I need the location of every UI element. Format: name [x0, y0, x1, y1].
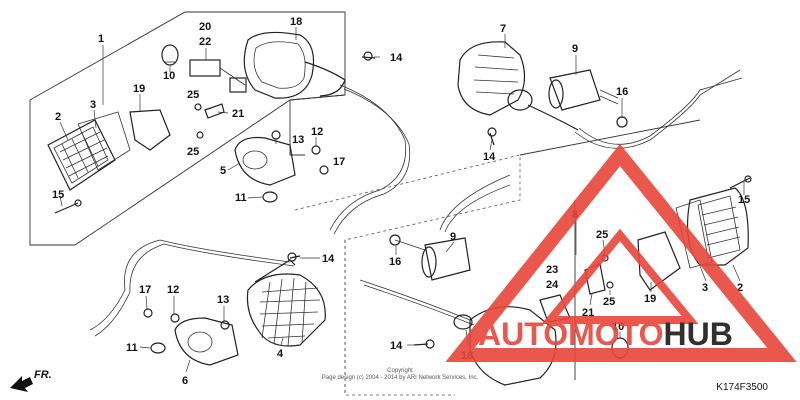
bolt-part-13b: [220, 320, 230, 330]
socket-part-20: [189, 59, 247, 93]
callout-4: 4: [277, 348, 284, 360]
bolt-part-13a: [271, 130, 281, 140]
callout-15: 15: [738, 194, 750, 206]
callout-25: 25: [596, 229, 608, 241]
callout-16: 16: [389, 256, 401, 268]
watermark-text-prefix: AUTOMOTO: [478, 316, 663, 352]
nut-part-25a: [196, 131, 204, 139]
bracket-part-19b: [637, 231, 681, 291]
clip-part-21a: [204, 103, 225, 119]
group-box-5: [289, 94, 346, 156]
callout-18: 18: [290, 16, 302, 28]
callout-14: 14: [322, 253, 335, 265]
wire-harness-upper: [329, 84, 407, 231]
callout-3: 3: [90, 99, 96, 111]
front-arrow-icon: [10, 376, 33, 392]
callout-1: 1: [98, 33, 104, 45]
wire-harness-lower: [89, 239, 291, 331]
grommet-part-11b: [150, 342, 166, 354]
callout-25: 25: [187, 89, 199, 101]
callout-9: 9: [450, 231, 456, 243]
callout-23: 23: [546, 264, 558, 276]
screw-part-15a: [54, 199, 82, 214]
callout-25: 25: [603, 296, 615, 308]
housing-part-4: [246, 259, 326, 347]
callout-25: 25: [187, 146, 199, 158]
housing-part-18a: [243, 31, 346, 99]
screw-part-15b: [729, 175, 752, 189]
nut-part-16b: [389, 234, 401, 246]
watermark-text-suffix: HUB: [663, 316, 732, 352]
callout-24: 24: [546, 279, 559, 291]
callout-14: 14: [483, 151, 496, 163]
grommet-part-11a: [262, 191, 278, 203]
callout-16: 16: [616, 86, 628, 98]
gasket-part-3: [77, 111, 131, 171]
screw-part-14c: [413, 339, 435, 349]
watermark-text: AUTOMOTOHUB: [478, 316, 733, 352]
watermark-triangle-icon: [445, 143, 797, 362]
callout-21: 21: [232, 108, 244, 120]
mount-part-5: [234, 136, 296, 186]
callout-19: 19: [133, 83, 145, 95]
collar-part-12a: [311, 145, 321, 155]
nut-part-16a: [616, 116, 628, 128]
collar-part-12b: [170, 313, 180, 323]
group-box-1: [29, 11, 346, 246]
housing-part-7: [457, 41, 579, 131]
nut-part-17a: [319, 165, 329, 175]
lens-part-2: [47, 119, 116, 191]
callout-17: 17: [139, 284, 151, 296]
callout-14: 14: [390, 52, 403, 64]
nut-part-25b: [194, 103, 202, 111]
callout-12: 12: [311, 126, 323, 138]
front-label: FR.: [34, 369, 52, 381]
callout-2: 2: [55, 111, 61, 123]
front-direction-indicator: FR.: [10, 369, 52, 392]
callout-19: 19: [644, 293, 656, 305]
leader-lines: [59, 27, 745, 373]
bracket-part-19a: [129, 109, 171, 151]
nut-part-17b: [143, 308, 153, 318]
callout-17: 17: [333, 156, 345, 168]
mount-part-6: [174, 317, 239, 366]
callout-2: 2: [737, 282, 743, 294]
callout-11: 11: [126, 342, 138, 354]
callout-11: 11: [235, 192, 247, 204]
screw-part-14b: [487, 127, 497, 146]
callout-15: 15: [52, 189, 64, 201]
watermark: AUTOMOTOHUB: [445, 143, 797, 362]
callout-6: 6: [182, 375, 188, 387]
wire-harness-right: [574, 69, 741, 149]
copyright-line-2: Page design (c) 2004 - 2014 by ARI Netwo…: [322, 375, 479, 381]
callout-9: 9: [572, 43, 578, 55]
callout-14: 14: [390, 340, 403, 352]
copyright-line-1: Copyright: [387, 368, 413, 374]
wire-harness-middle: [439, 174, 511, 233]
callout-10: 10: [163, 70, 175, 82]
diagram-code: K174F3500: [716, 382, 768, 393]
relay-part-9b: [394, 237, 471, 281]
callout-3: 3: [702, 282, 708, 294]
callout-13: 13: [292, 134, 304, 146]
relay-part-9a: [548, 69, 619, 111]
screw-part-14a: [361, 51, 376, 61]
nut-part-25d: [606, 281, 614, 289]
callout-20: 20: [199, 21, 211, 33]
callout-5: 5: [220, 165, 226, 177]
callout-7: 7: [500, 23, 506, 35]
screw-part-14d: [287, 252, 301, 262]
bulb-part-10a: [161, 44, 179, 66]
callout-22: 22: [199, 36, 211, 48]
callout-13: 13: [217, 294, 229, 306]
callout-12: 12: [167, 284, 179, 296]
